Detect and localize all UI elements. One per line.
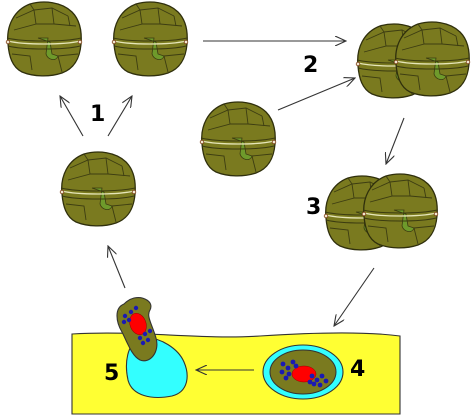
emerging-cell [116,297,188,398]
arrow [334,267,375,326]
dinoflagellate-cell [5,1,83,77]
step-label-3: 3 [306,195,321,220]
step-label-2: 2 [303,53,318,78]
arrow [386,117,405,164]
dinoflagellate-cell [111,1,189,77]
dinoflagellate-cell [59,151,137,227]
dinoflagellate-cell [393,21,471,97]
step-label-1: 1 [90,102,105,127]
dinoflagellate-cell [199,101,277,177]
step-label-4: 4 [350,357,365,382]
step-label-5: 5 [104,361,119,386]
arrow [60,96,84,137]
arrow [108,246,126,289]
arrow [107,96,132,137]
encysted-cell [262,344,344,400]
dinoflagellate-cell [361,173,439,249]
arrow [277,78,355,111]
